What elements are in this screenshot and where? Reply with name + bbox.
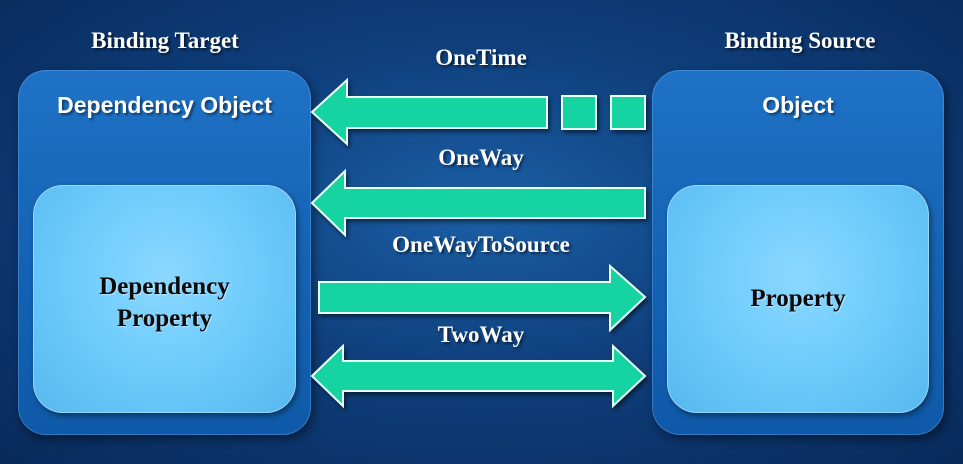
property-label: Property (750, 285, 846, 312)
binding-source-heading: Binding Source (724, 28, 876, 53)
dependency-object-title: Dependency Object (57, 92, 272, 118)
binding-source-panel: Object Property (652, 70, 944, 435)
object-title: Object (762, 92, 834, 118)
onetime-square-2 (610, 95, 646, 130)
onewaytosource-label: OneWayToSource (392, 232, 570, 257)
binding-target-heading: Binding Target (91, 28, 239, 53)
onetime-square-1 (561, 95, 597, 130)
oneway-label: OneWay (438, 145, 524, 170)
twoway-label: TwoWay (437, 322, 525, 347)
twoway-arrow (310, 343, 647, 409)
onetime-arrow (310, 77, 548, 147)
property-box: Property (667, 185, 929, 413)
onetime-label: OneTime (435, 45, 527, 70)
dependency-property-box: Dependency Property (33, 185, 296, 413)
dependency-property-label: Dependency Property (99, 273, 230, 332)
onewaytosource-arrow (318, 263, 647, 333)
binding-target-panel: Dependency Object Dependency Property (18, 70, 311, 435)
oneway-arrow (310, 168, 646, 238)
